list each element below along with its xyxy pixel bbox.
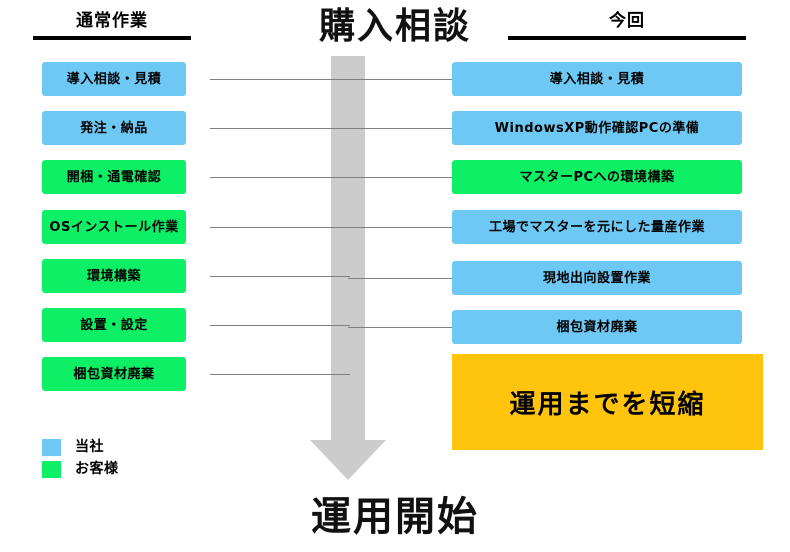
connector-line (210, 276, 350, 277)
process-box[interactable]: 発注・納品 (42, 111, 186, 145)
process-box[interactable]: 現地出向設置作業 (452, 261, 742, 295)
process-box[interactable]: 環境構築 (42, 259, 186, 293)
page-title: 購入相談 (318, 6, 471, 47)
connector-line (210, 177, 350, 178)
connector-line (210, 128, 350, 129)
connector-line (348, 128, 490, 129)
legend: 当社 お客様 (42, 436, 202, 480)
process-box[interactable]: 梱包資材廃棄 (452, 310, 742, 344)
connector-line (348, 278, 490, 279)
column-header-right-rule (508, 36, 746, 40)
legend-label-customer: お客様 (75, 460, 119, 477)
connector-line (210, 227, 350, 228)
down-arrow-icon (310, 56, 386, 480)
process-box[interactable]: 開梱・通電確認 (42, 160, 186, 194)
footer-title: 運用開始 (311, 494, 479, 540)
process-box[interactable]: マスターPCへの環境構築 (452, 160, 742, 194)
connector-line (348, 79, 490, 80)
column-header-left-label: 通常作業 (76, 11, 148, 31)
connector-line (348, 227, 490, 228)
column-header-right: 今回 (508, 10, 746, 40)
connector-line (210, 79, 350, 80)
column-header-left: 通常作業 (33, 10, 191, 40)
process-box[interactable]: 設置・設定 (42, 308, 186, 342)
legend-item-company: 当社 (42, 436, 202, 458)
connector-line (210, 325, 350, 326)
connector-line (348, 177, 490, 178)
connector-line (348, 327, 490, 328)
process-box[interactable]: WindowsXP動作確認PCの準備 (452, 111, 742, 145)
legend-swatch-company-icon (42, 438, 61, 456)
legend-swatch-customer-icon (42, 460, 61, 478)
column-header-right-label: 今回 (609, 11, 645, 31)
column-header-left-rule (33, 36, 191, 40)
process-box[interactable]: 導入相談・見積 (452, 62, 742, 96)
highlight-callout: 運用までを短縮 (452, 354, 763, 450)
process-box[interactable]: 導入相談・見積 (42, 62, 186, 96)
legend-item-customer: お客様 (42, 458, 202, 480)
process-box[interactable]: 工場でマスターを元にした量産作業 (452, 210, 742, 244)
process-box[interactable]: OSインストール作業 (42, 210, 186, 244)
legend-label-company: 当社 (75, 438, 104, 455)
connector-line (210, 374, 350, 375)
process-box[interactable]: 梱包資材廃棄 (42, 357, 186, 391)
